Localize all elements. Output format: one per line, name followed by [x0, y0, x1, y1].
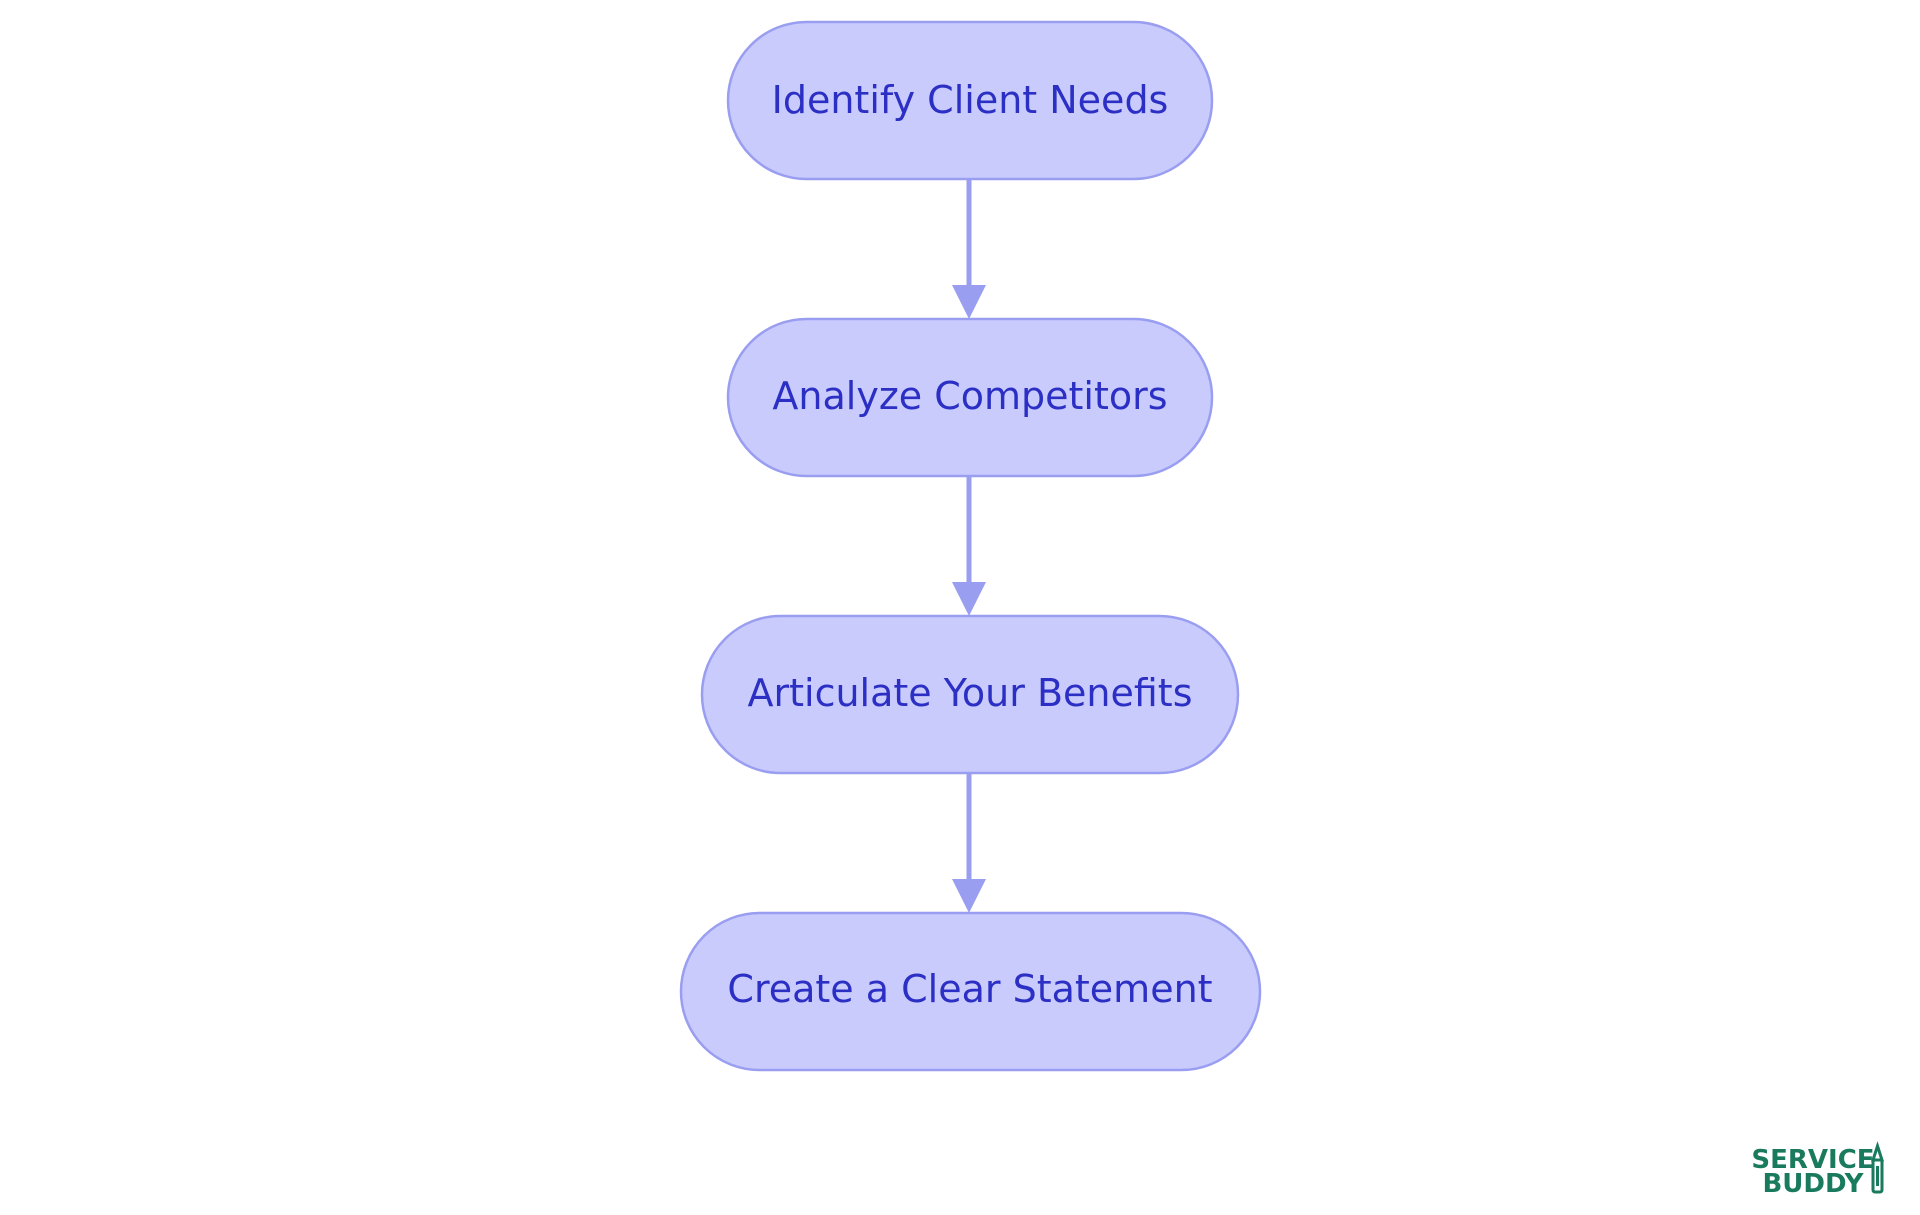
node-identify-client-needs[interactable]: Identify Client Needs: [726, 20, 1214, 181]
node-label: Identify Client Needs: [772, 78, 1169, 122]
arrow-head-icon: [952, 879, 986, 913]
edges: [952, 180, 986, 913]
node-label: Articulate Your Benefits: [748, 671, 1193, 715]
logo-line-2: BUDDY: [1762, 1169, 1864, 1199]
node-label: Create a Clear Statement: [727, 967, 1212, 1011]
arrow-head-icon: [952, 582, 986, 616]
edge-identify-to-analyze: [952, 180, 986, 319]
node-create-a-clear-statement[interactable]: Create a Clear Statement: [679, 911, 1262, 1072]
service-buddy-logo: SERVICE BUDDY: [1751, 1141, 1885, 1199]
node-analyze-competitors[interactable]: Analyze Competitors: [726, 317, 1214, 478]
edge-articulate-to-create: [952, 773, 986, 913]
logo-line-1: SERVICE: [1751, 1145, 1874, 1175]
arrow-head-icon: [952, 285, 986, 319]
edge-analyze-to-articulate: [952, 476, 986, 616]
pencil-icon: [1870, 1141, 1885, 1194]
node-label: Analyze Competitors: [772, 374, 1167, 418]
node-articulate-your-benefits[interactable]: Articulate Your Benefits: [700, 614, 1240, 775]
